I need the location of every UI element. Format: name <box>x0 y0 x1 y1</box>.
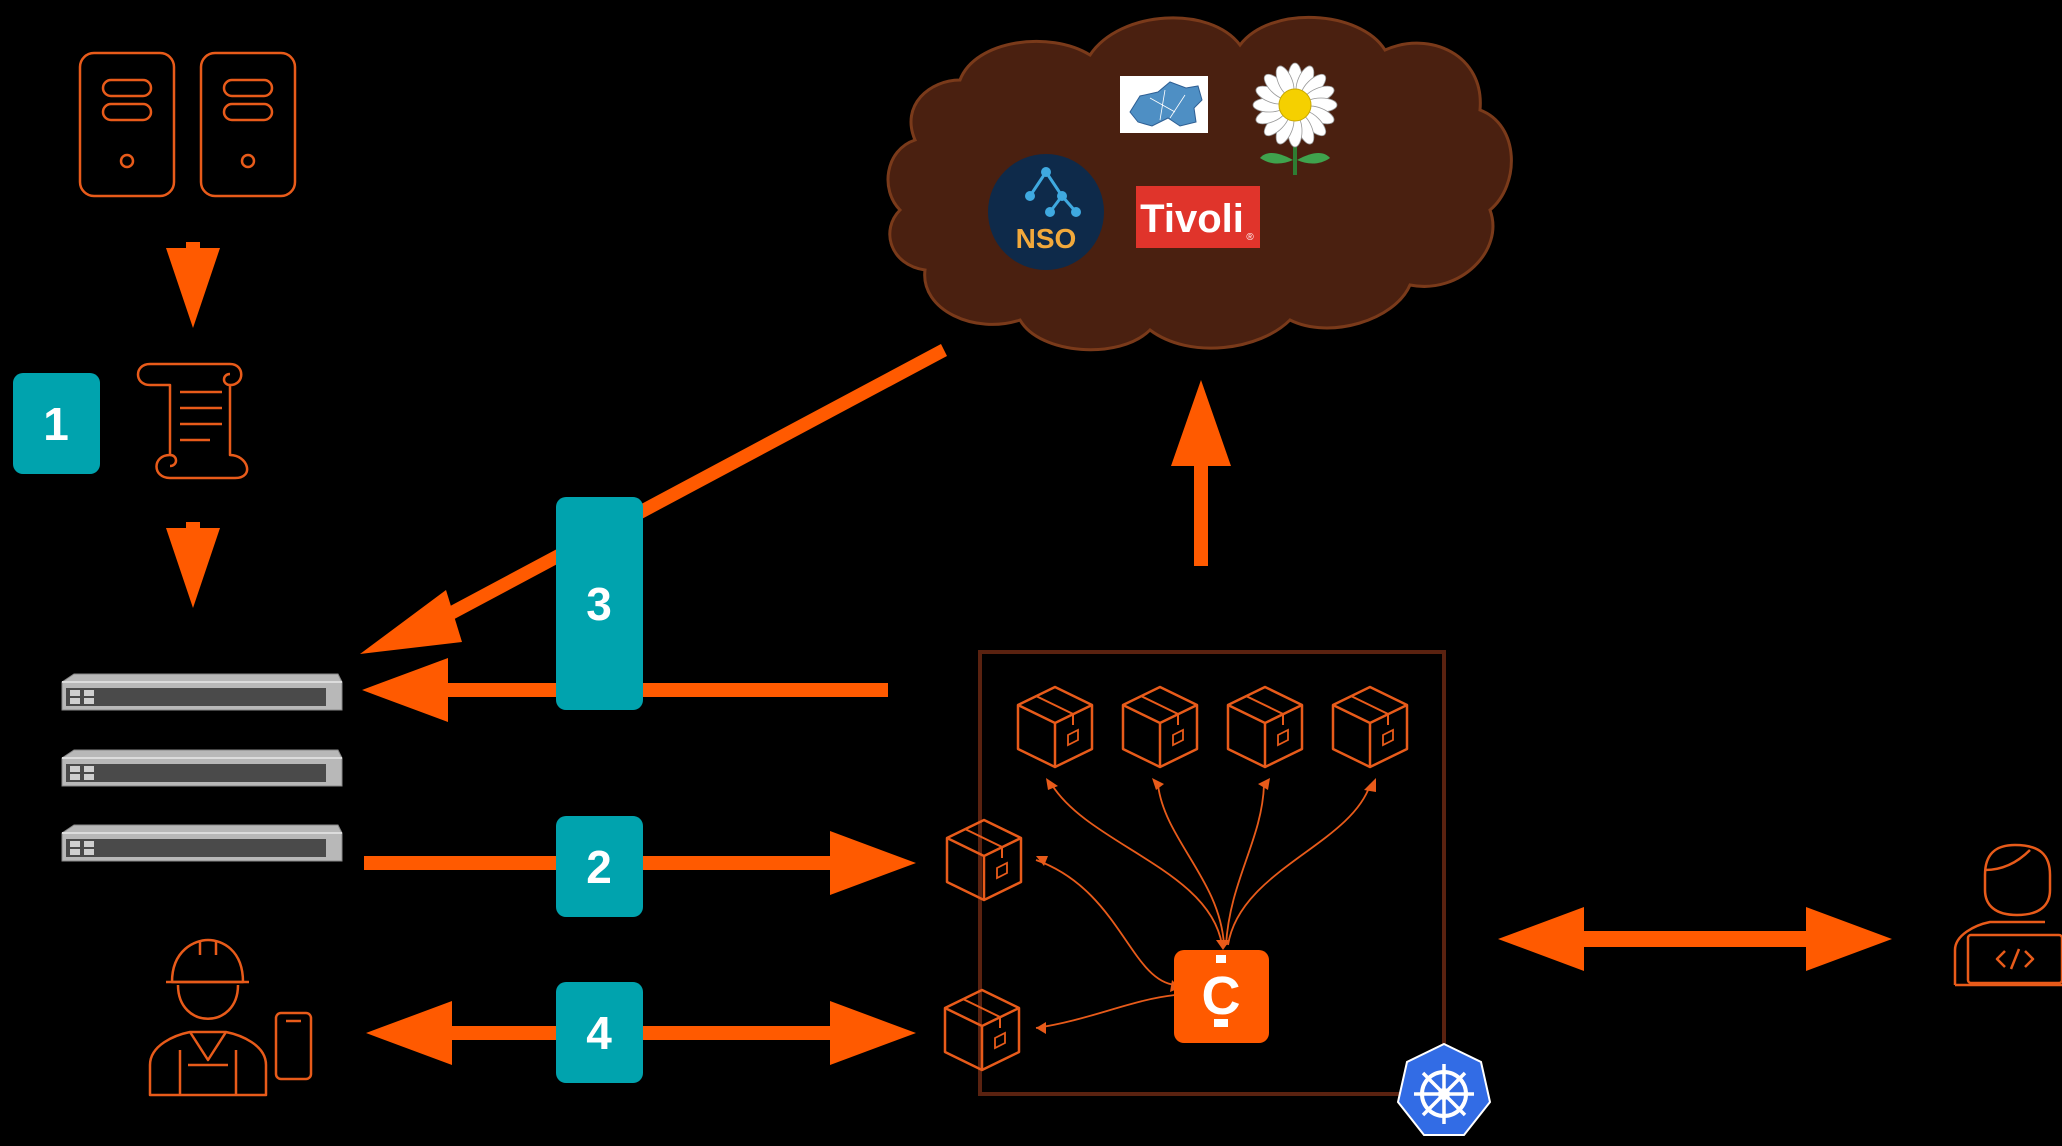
cluster-connections <box>1035 784 1371 1029</box>
cluster-box <box>978 650 1446 1096</box>
server-icon <box>78 51 297 198</box>
script-scroll-icon <box>136 362 249 480</box>
orchestration-cloud <box>886 16 1513 352</box>
step-badge-label: 4 <box>586 1007 612 1059</box>
tivoli-logo: Tivoli ® <box>1136 186 1260 248</box>
step-badge-1: 1 <box>13 373 100 474</box>
cribl-logo-icon: C <box>1174 950 1269 1043</box>
down-arrow-icon <box>166 242 220 608</box>
step-badge-label: 2 <box>586 841 612 893</box>
cluster-connection-heads <box>1036 778 1376 1034</box>
nso-logo: NSO <box>988 154 1104 270</box>
cribl-label: C <box>1202 966 1241 1026</box>
tivoli-registered-mark: ® <box>1246 232 1254 243</box>
step-badge-4: 4 <box>556 982 643 1083</box>
nso-label: NSO <box>1016 223 1077 254</box>
network-switch-icon <box>61 673 343 862</box>
mobile-phone-icon <box>274 1011 313 1081</box>
developer-icon <box>1953 843 2062 987</box>
step-badge-3: 3 <box>556 497 643 710</box>
field-engineer-icon <box>148 938 268 1097</box>
tivoli-label: Tivoli <box>1140 197 1244 241</box>
swiss-map-logo <box>1120 76 1208 133</box>
kubernetes-icon <box>1396 1042 1492 1136</box>
step-badge-label: 3 <box>586 578 612 630</box>
step-badge-label: 1 <box>43 398 69 450</box>
step-badge-2: 2 <box>556 816 643 917</box>
daisy-flower-logo <box>1252 62 1338 175</box>
